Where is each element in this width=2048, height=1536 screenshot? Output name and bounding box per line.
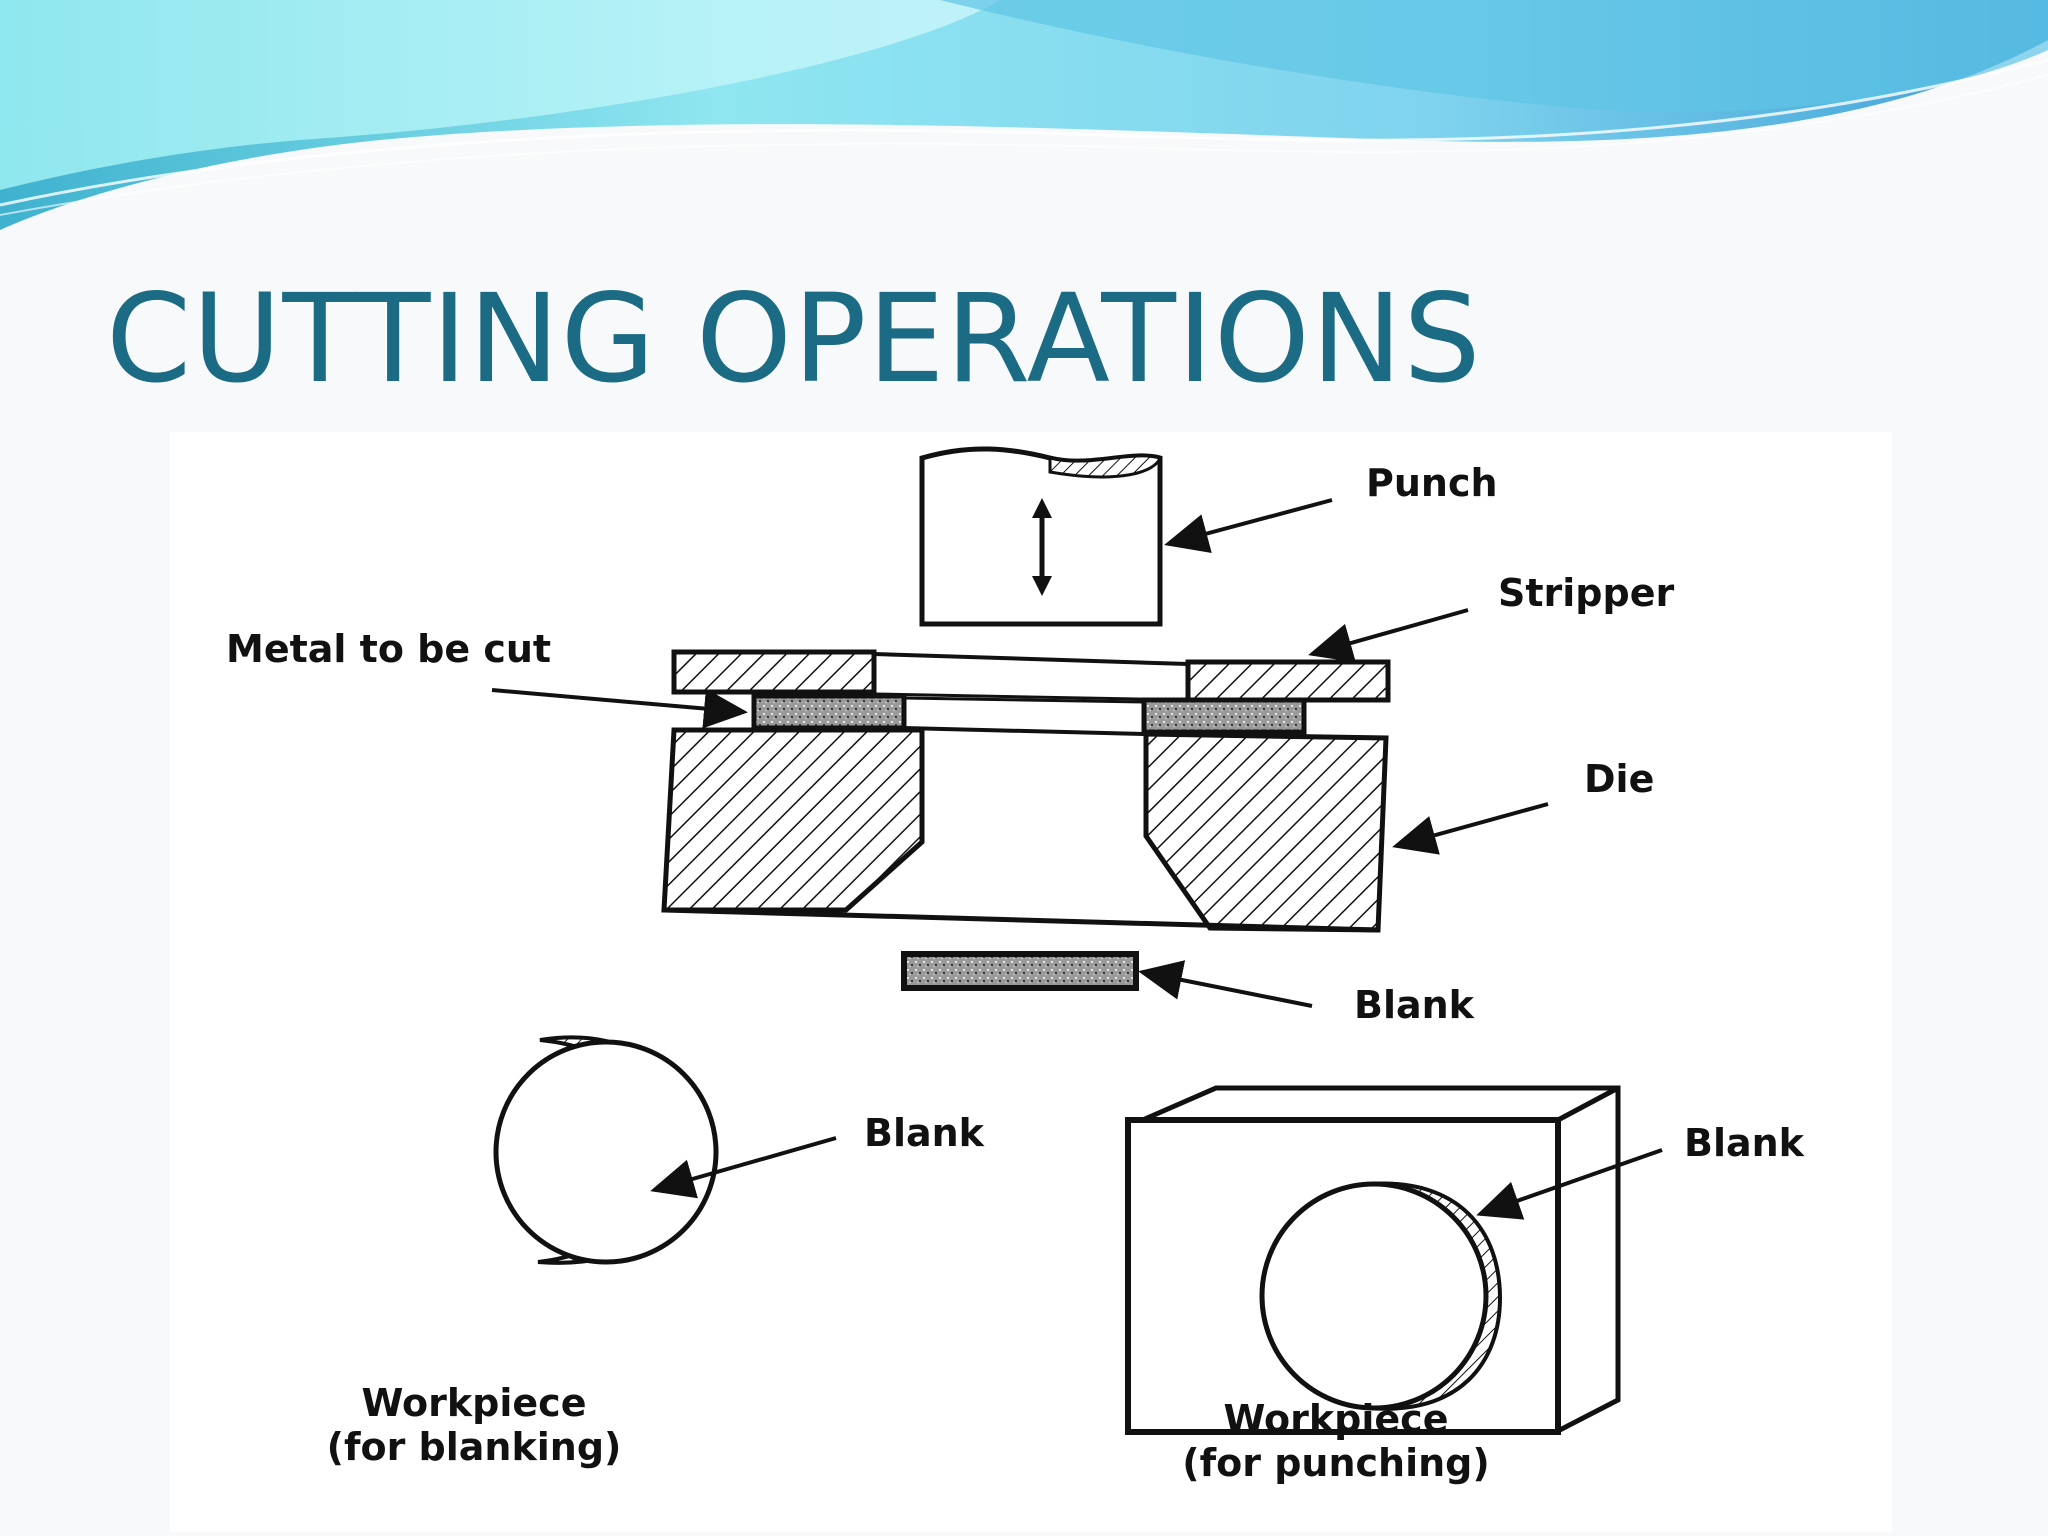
cutting-diagram: Punch Stripper Metal to be cut Die Blank… [170,432,1892,1532]
cutting-diagram-drawing [491,446,1663,1435]
die-left [661,727,925,913]
label-die: Die [1584,757,1655,801]
die-right [1143,731,1389,933]
caption-blanking-line1: Workpiece [361,1381,587,1425]
label-blank-left: Blank [864,1111,984,1155]
label-punch: Punch [1366,461,1498,505]
caption-punching-line1: Workpiece [1223,1397,1449,1441]
label-stripper: Stripper [1498,571,1675,615]
stripper-right [1185,659,1391,703]
slide-title: CUTTING OPERATIONS [106,268,1482,410]
header-wave-banner [0,0,2048,230]
caption-punching-line2: (for punching) [1182,1440,1490,1485]
punch [919,446,1163,627]
caption-blanking: Workpiece (for blanking) [304,1381,644,1469]
metal-sheet-right [1141,697,1307,735]
metal-sheet-left [751,693,907,731]
workpiece-blanking-drawing [493,1035,837,1265]
caption-blanking-line2: (for blanking) [326,1424,622,1469]
blank-piece [901,951,1139,991]
label-blank-right: Blank [1684,1121,1804,1165]
label-metal: Metal to be cut [226,627,552,671]
workpiece-punching-drawing [1125,1085,1663,1435]
stripper-left [671,649,877,695]
label-blank-bottom: Blank [1354,983,1474,1027]
caption-punching: Workpiece (for punching) [1156,1397,1516,1485]
